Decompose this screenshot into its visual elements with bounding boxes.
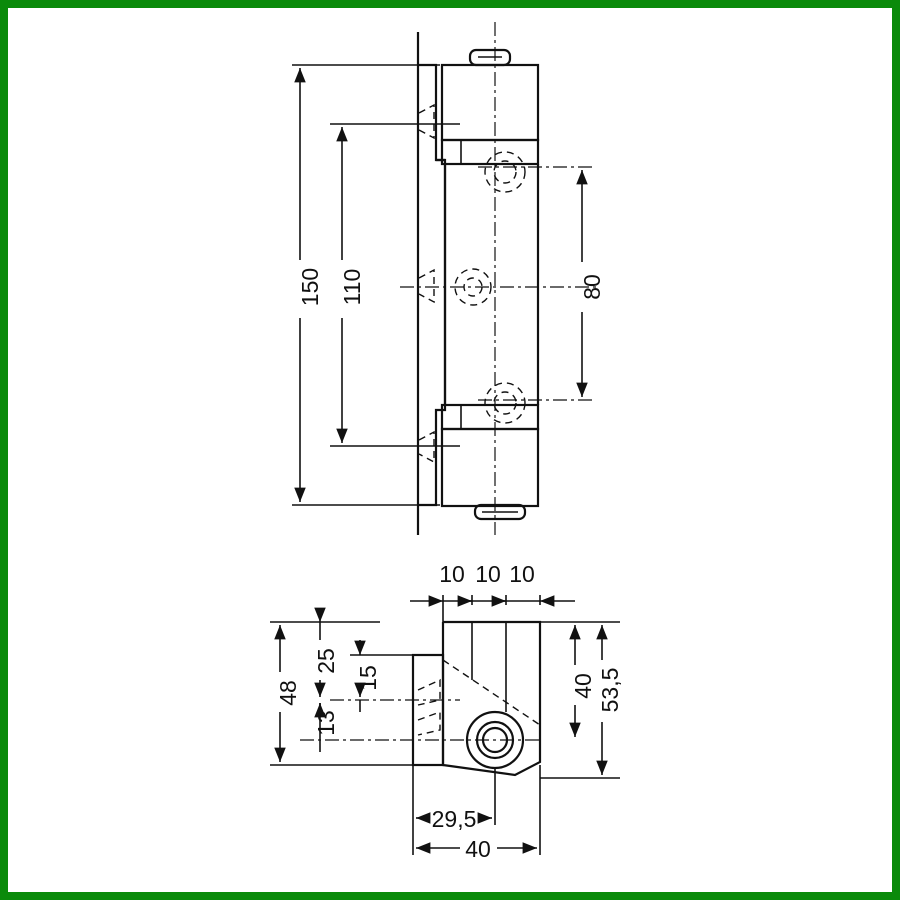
- dim-40-right: 40: [570, 673, 596, 699]
- top-knuckle: [440, 63, 540, 142]
- dim-150: 150: [297, 268, 323, 306]
- middle-hole: [454, 268, 492, 306]
- dim-pitch-2: 10: [475, 561, 501, 587]
- top-view: 10 10 10 48 25 13: [270, 561, 623, 862]
- dim-29-5: 29,5: [432, 806, 477, 832]
- top-view-leaf: [411, 653, 445, 767]
- lower-hole: [484, 382, 526, 424]
- top-knuckle-base: [440, 138, 540, 166]
- dim-80: 80: [579, 274, 605, 300]
- dim-15: 15: [355, 665, 381, 691]
- top-pin-cap: [468, 48, 512, 67]
- dim-13: 13: [313, 710, 339, 736]
- screw-bottom: [418, 430, 435, 464]
- dim-pitch-3: 10: [509, 561, 535, 587]
- bottom-pin-cap: [473, 503, 527, 521]
- front-view: 150 110 80: [292, 22, 605, 535]
- upper-hole: [484, 151, 526, 193]
- screw-top: [418, 103, 435, 140]
- screw-middle: [418, 268, 435, 304]
- dim-48: 48: [275, 680, 301, 706]
- dim-pitch-1: 10: [439, 561, 465, 587]
- dim-25: 25: [313, 648, 339, 674]
- dim-53-5: 53,5: [597, 668, 623, 713]
- dim-110: 110: [339, 269, 365, 306]
- bottom-knuckle: [440, 427, 540, 508]
- dim-40-bottom: 40: [465, 836, 491, 862]
